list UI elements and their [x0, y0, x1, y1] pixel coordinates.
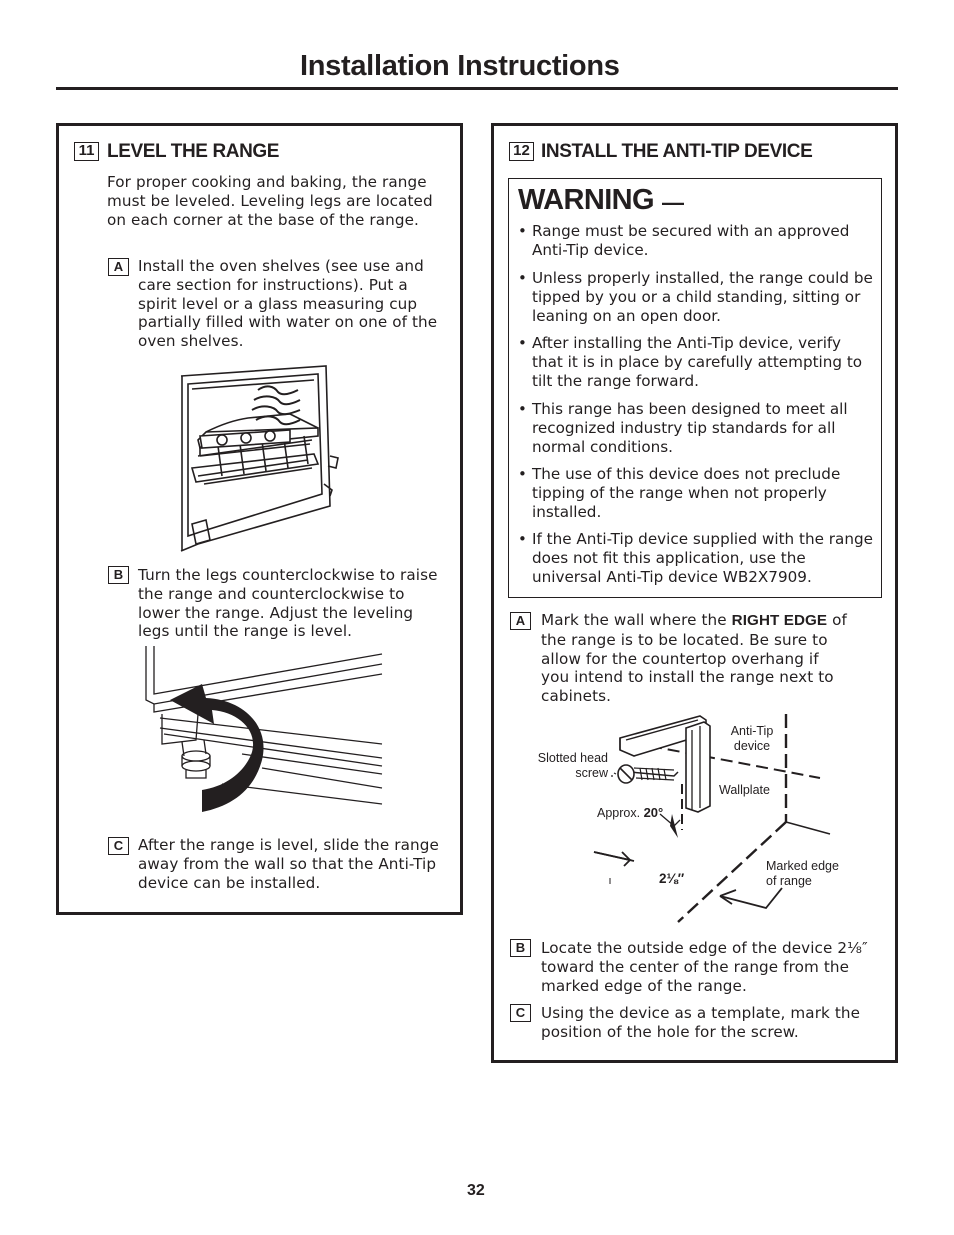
warning-bullet-text: This range has been designed to meet all…	[532, 400, 848, 456]
substep-letter-12a: A	[510, 612, 531, 630]
step-title-anti-tip: INSTALL THE ANTI-TIP DEVICE	[541, 141, 813, 162]
title-rule	[56, 87, 898, 90]
substep-text-12b: Locate the outside edge of the device 2⅛…	[541, 939, 868, 995]
step-title-level-range: LEVEL THE RANGE	[107, 141, 280, 162]
warning-bullet-text: After installing the Anti-Tip device, ve…	[532, 334, 863, 390]
substep-text-12c: Using the device as a template, mark the…	[541, 1004, 861, 1041]
page-number: 32	[467, 1182, 485, 1199]
anti-tip-label-line2: device	[733, 739, 771, 753]
step-number-12: 12	[509, 142, 534, 161]
warning-bullet-text: The use of this device does not preclude…	[532, 465, 841, 521]
substep-letter-11c: C	[108, 837, 129, 855]
substep-12a-text-start: Mark the wall where the	[541, 611, 732, 629]
anti-tip-diagram	[593, 714, 831, 923]
slotted-screw-label: Slotted head screw	[516, 751, 608, 781]
substep-letter-11a: A	[108, 258, 129, 276]
screw-label-line2: screw	[575, 766, 608, 780]
substep-12a-text-end: of the range is to be located. Be sure t…	[541, 611, 847, 706]
step-12-panel	[491, 123, 898, 1063]
marked-edge-line1: Marked edge	[766, 859, 839, 873]
warning-box	[508, 178, 882, 598]
step-number-11: 11	[74, 142, 99, 161]
warning-bullet-text: Unless properly installed, the range cou…	[532, 269, 873, 325]
level-intro: For proper cooking and baking, the range…	[107, 173, 433, 229]
page-title: Installation Instructions	[300, 50, 620, 82]
wallplate-label: Wallplate	[719, 783, 770, 797]
substep-letter-12b: B	[510, 939, 531, 957]
substep-letter-12c: C	[510, 1004, 531, 1022]
dimension-label: 2⅛″	[659, 871, 685, 886]
approx-text: Approx.	[597, 806, 641, 820]
bullet-dot: •	[518, 465, 527, 483]
bullet-dot: •	[518, 222, 527, 240]
marked-edge-line2: of range	[766, 874, 812, 888]
warning-dash: —	[662, 190, 684, 215]
angle-value: 20°	[643, 805, 664, 820]
step-11-panel	[56, 123, 463, 915]
approx-label: Approx. 20°	[597, 805, 663, 821]
warning-bullet-text: Range must be secured with an approved A…	[532, 222, 850, 259]
screw-label-line1: Slotted head	[537, 751, 608, 765]
oven-shelves-illustration	[180, 365, 339, 552]
bullet-dot: •	[518, 400, 527, 418]
leveling-leg-illustration	[145, 646, 383, 812]
anti-tip-device-label: Anti-Tip device	[722, 724, 782, 754]
right-edge-emphasis: RIGHT EDGE	[731, 612, 828, 629]
substep-letter-11b: B	[108, 566, 129, 584]
marked-edge-label: Marked edge of range	[766, 859, 839, 889]
substep-text-11a: Install the oven shelves (see use and ca…	[138, 257, 438, 351]
bullet-dot: •	[518, 530, 527, 548]
bullet-dot: •	[518, 269, 527, 287]
substep-text-11b: Turn the legs counterclockwise to raise …	[138, 566, 438, 641]
substep-text-11c: After the range is level, slide the rang…	[138, 836, 439, 892]
substep-text-12a: Mark the wall where the RIGHT EDGE of th…	[541, 611, 851, 706]
warning-bullet-text: If the Anti-Tip device supplied with the…	[532, 530, 873, 586]
bullet-dot: •	[518, 334, 527, 352]
warning-heading: WARNING	[518, 184, 655, 216]
anti-tip-label-line1: Anti-Tip	[730, 724, 774, 738]
